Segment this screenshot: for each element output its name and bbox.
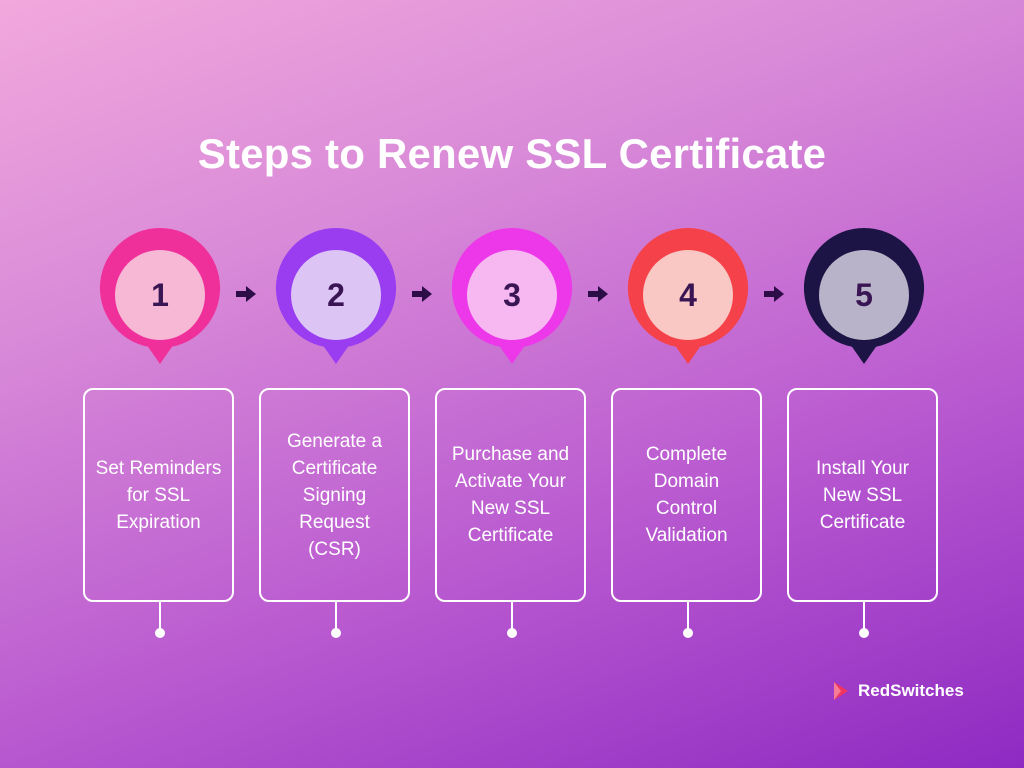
connector-dot <box>859 628 869 638</box>
pin-inner-circle <box>643 250 733 340</box>
connector-dot <box>507 628 517 638</box>
connector-dot <box>331 628 341 638</box>
pin-inner-circle <box>467 250 557 340</box>
connector-line <box>687 602 689 630</box>
step-card: Set Reminders for SSL Expiration <box>83 388 234 602</box>
connector-line <box>511 602 513 630</box>
connector-line <box>335 602 337 630</box>
brand: RedSwitches <box>832 680 964 702</box>
pin-inner-circle <box>291 250 381 340</box>
step-card: Purchase and Activate Your New SSL Certi… <box>435 388 586 602</box>
step-number: 5 <box>855 277 873 313</box>
step-number: 2 <box>327 277 345 313</box>
connector-dot <box>155 628 165 638</box>
step-number: 1 <box>151 277 169 313</box>
redswitches-logo-icon <box>834 682 848 700</box>
step-description: Install Your New SSL Certificate <box>816 457 909 533</box>
step-2-pin-marker <box>275 227 397 364</box>
arrow-right-icon <box>588 286 608 302</box>
step-card: Install Your New SSL Certificate <box>787 388 938 602</box>
pin-inner-circle <box>115 250 205 340</box>
step-3-pin-marker <box>451 227 573 364</box>
arrow-right-icon <box>236 286 256 302</box>
page-title: Steps to Renew SSL Certificate <box>197 130 827 177</box>
step-4-pin-marker <box>627 227 749 364</box>
step-number: 4 <box>679 277 697 313</box>
step-description: Set Reminders for SSL Expiration <box>95 457 222 533</box>
step-description: Generate a Certificate Signing Request (… <box>286 430 383 560</box>
step-description: Complete Domain Control Validation <box>645 444 728 546</box>
step-1-pin-marker <box>99 227 221 364</box>
arrow-right-icon <box>764 286 784 302</box>
step-card: Generate a Certificate Signing Request (… <box>259 388 410 602</box>
step-card: Complete Domain Control Validation <box>611 388 762 602</box>
step-5-pin-marker <box>803 227 925 364</box>
connector-dot <box>683 628 693 638</box>
pin-inner-circle <box>819 250 909 340</box>
brand-name: RedSwitches <box>858 681 964 700</box>
step-description: Purchase and Activate Your New SSL Certi… <box>451 444 570 546</box>
connector-line <box>863 602 865 630</box>
arrow-right-icon <box>412 286 432 302</box>
connector-line <box>159 602 161 630</box>
step-number: 3 <box>503 277 521 313</box>
